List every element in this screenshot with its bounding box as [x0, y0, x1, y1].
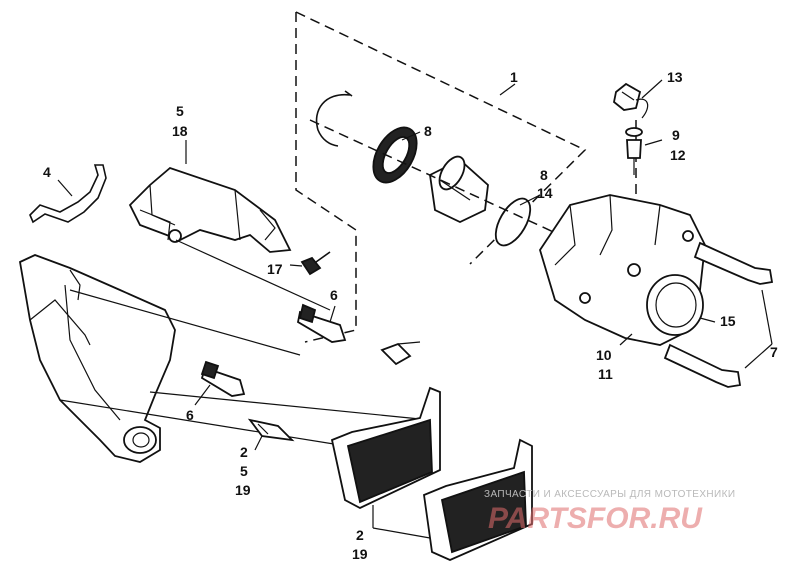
- bleeder-valve: [625, 127, 643, 175]
- callout-4: 4: [43, 164, 51, 180]
- callout-labels: 1 8 8 14 13 9 12 15 10 11 7 5 18 4 17 6 …: [43, 69, 778, 562]
- callout-6-upper: 6: [330, 287, 338, 303]
- caliper-pin-lower: [663, 343, 742, 388]
- watermark: ЗАПЧАСТИ И АКСЕССУАРЫ ДЛЯ МОТОТЕХНИКИ PA…: [484, 489, 735, 535]
- callout-5-spring: 5: [240, 463, 248, 479]
- callout-15: 15: [720, 313, 736, 329]
- callout-19-spring: 19: [235, 482, 251, 498]
- caliper-support-plate: [18, 254, 176, 463]
- callout-10: 10: [596, 347, 612, 363]
- callout-18: 18: [172, 123, 188, 139]
- brake-pad-outer: [330, 386, 441, 510]
- pad-retaining-clip: [380, 341, 421, 366]
- watermark-tagline: ЗАПЧАСТИ И АКСЕССУАРЫ ДЛЯ МОТОТЕХНИКИ: [484, 489, 735, 500]
- callout-14: 14: [537, 185, 553, 201]
- bolt-6-lower: [200, 360, 246, 397]
- piston-o-ring: [494, 197, 532, 247]
- callout-2-pads: 2: [356, 527, 364, 543]
- watermark-brand: PARTSFOR.RU: [488, 502, 703, 535]
- bleeder-valve-cap: [613, 82, 649, 119]
- wire-clip: [29, 164, 107, 224]
- callout-1: 1: [510, 69, 518, 85]
- callout-5-top: 5: [176, 103, 184, 119]
- caliper-pin-upper: [693, 241, 774, 285]
- callout-8-seal: 8: [424, 123, 432, 139]
- caliper-mounting-bracket: [128, 166, 292, 253]
- callout-2-spring: 2: [240, 444, 248, 460]
- callout-12: 12: [670, 147, 686, 163]
- callout-19-pads: 19: [352, 546, 368, 562]
- brake-pad-inner: [423, 438, 533, 561]
- pin-guide-lines: [59, 239, 431, 446]
- dust-seal: [372, 126, 418, 184]
- callout-17: 17: [267, 261, 283, 277]
- bolt-6-upper: [296, 303, 347, 343]
- assembly-boundary-dashed: [295, 11, 587, 343]
- bolt-17: [300, 251, 331, 276]
- callout-6-lower: 6: [186, 407, 194, 423]
- pad-spring: [247, 418, 295, 442]
- leader-lines: [57, 79, 773, 539]
- caliper-piston: [429, 155, 489, 223]
- callout-9: 9: [672, 127, 680, 143]
- callout-8-ring: 8: [540, 167, 548, 183]
- retaining-ring: [315, 90, 353, 147]
- caliper-body: [539, 194, 706, 346]
- callout-13: 13: [667, 69, 683, 85]
- callout-11: 11: [598, 366, 613, 382]
- callout-7: 7: [770, 344, 778, 360]
